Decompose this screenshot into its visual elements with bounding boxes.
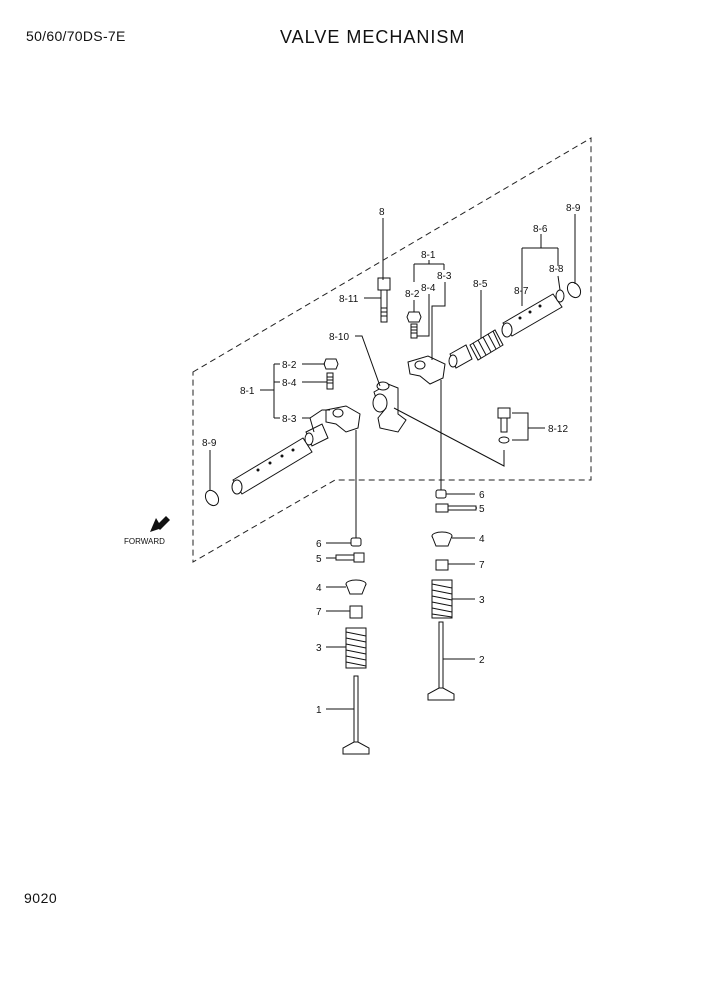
valve-cap-right [435, 489, 447, 499]
bolt-8-12 [497, 407, 511, 444]
label-2-right: 2 [479, 655, 485, 666]
snap-ring-left [204, 489, 220, 507]
rocker-arm-right [407, 355, 446, 385]
label-8-1-left: 8-1 [240, 386, 255, 397]
label-5-left: 5 [316, 554, 322, 565]
spacer-left [304, 423, 329, 447]
retainer-right [431, 531, 453, 547]
forward-label: FORWARD [124, 537, 165, 546]
rocker-arm-left [325, 405, 361, 433]
adjust-screw-left [326, 372, 334, 390]
label-7-left: 7 [316, 607, 322, 618]
spring-8-5 [469, 329, 504, 361]
valve-cap-left [350, 537, 362, 547]
label-3-right: 3 [479, 595, 485, 606]
label-8-4-left: 8-4 [282, 378, 297, 389]
adjust-screw-top [410, 323, 418, 339]
label-5-right: 5 [479, 504, 485, 515]
spacer-right [448, 344, 473, 369]
rocker-shaft-right [501, 293, 563, 338]
cotter-left [335, 552, 365, 563]
label-6-left: 6 [316, 539, 322, 550]
label-8-3-left: 8-3 [282, 414, 297, 425]
bolt-8-11 [377, 277, 391, 323]
assembly-boundary [192, 137, 592, 563]
label-1-left: 1 [316, 705, 322, 716]
label-8-2-left: 8-2 [282, 360, 297, 371]
rocker-bracket [372, 381, 407, 433]
label-8-6: 8-6 [533, 224, 548, 235]
spring-right [431, 579, 453, 619]
label-8-8: 8-8 [549, 264, 564, 275]
forward-arrow-icon [150, 516, 170, 532]
seal-right [435, 559, 449, 571]
label-8-12: 8-12 [548, 424, 568, 435]
label-8-9-right: 8-9 [566, 203, 581, 214]
valve-right [427, 621, 455, 701]
label-4-right: 4 [479, 534, 485, 545]
label-7-right: 7 [479, 560, 485, 571]
model-code: 50/60/70DS-7E [26, 28, 126, 44]
cotter-right [435, 503, 477, 513]
label-8-5: 8-5 [473, 279, 488, 290]
nut-top [406, 311, 422, 323]
retainer-left [345, 579, 367, 595]
spring-left [345, 627, 367, 669]
label-8-11: 8-11 [339, 294, 359, 305]
page-title: VALVE MECHANISM [280, 27, 466, 47]
label-8-1-top: 8-1 [421, 250, 436, 261]
seal-left [349, 605, 363, 619]
rocker-shaft-left [231, 437, 313, 495]
label-8-7: 8-7 [514, 286, 529, 297]
plug-8-8 [555, 289, 565, 303]
label-4-left: 4 [316, 583, 322, 594]
label-6-right: 6 [479, 490, 485, 501]
label-8-10: 8-10 [329, 332, 349, 343]
label-3-left: 3 [316, 643, 322, 654]
label-8-2-top: 8-2 [405, 289, 420, 300]
label-8: 8 [379, 207, 385, 218]
valve-left [342, 675, 370, 755]
label-8-4-top: 8-4 [421, 283, 436, 294]
page-number: 9020 [24, 890, 58, 906]
label-8-3-top: 8-3 [437, 271, 452, 282]
label-8-9-left: 8-9 [202, 438, 217, 449]
snap-ring-right [566, 281, 582, 299]
nut-left [323, 358, 339, 370]
